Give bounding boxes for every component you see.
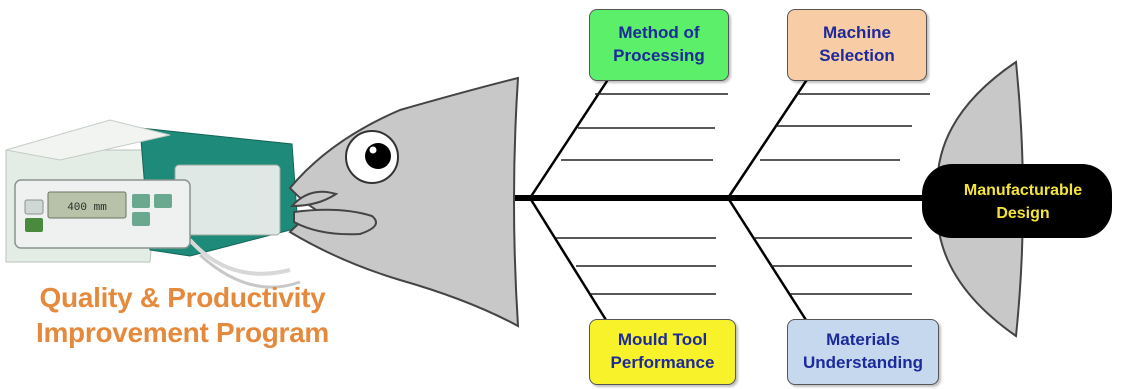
rib-method [528,77,611,199]
subcause-lines-machine [760,93,930,161]
cause-box-mould-tool-performance: Mould Tool Performance [589,319,736,385]
fish-eye-highlight [369,146,377,154]
rib-mould [528,197,608,321]
rib-materials [726,197,808,321]
effect-box [922,164,1112,238]
pump-display-text: 400 mm [67,202,107,214]
subcause-lines-materials [754,237,912,295]
program-title: Quality & Productivity Improvement Progr… [35,282,330,348]
fish-lower-lip [293,208,377,236]
subcause-lines-method [561,93,728,161]
fish-upper-lip [289,190,339,208]
fish-pupil [365,143,391,169]
effect-label: Manufacturable Design [963,181,1083,222]
infusion-pump-image: 400 mm [5,119,301,289]
subcause-lines-mould [556,237,716,295]
rib-machine [726,77,810,199]
cause-box-machine-selection: Machine Selection [787,9,927,81]
cause-box-materials-understanding: Materials Understanding [787,319,939,385]
cause-box-method-of-processing: Method of Processing [589,9,729,81]
